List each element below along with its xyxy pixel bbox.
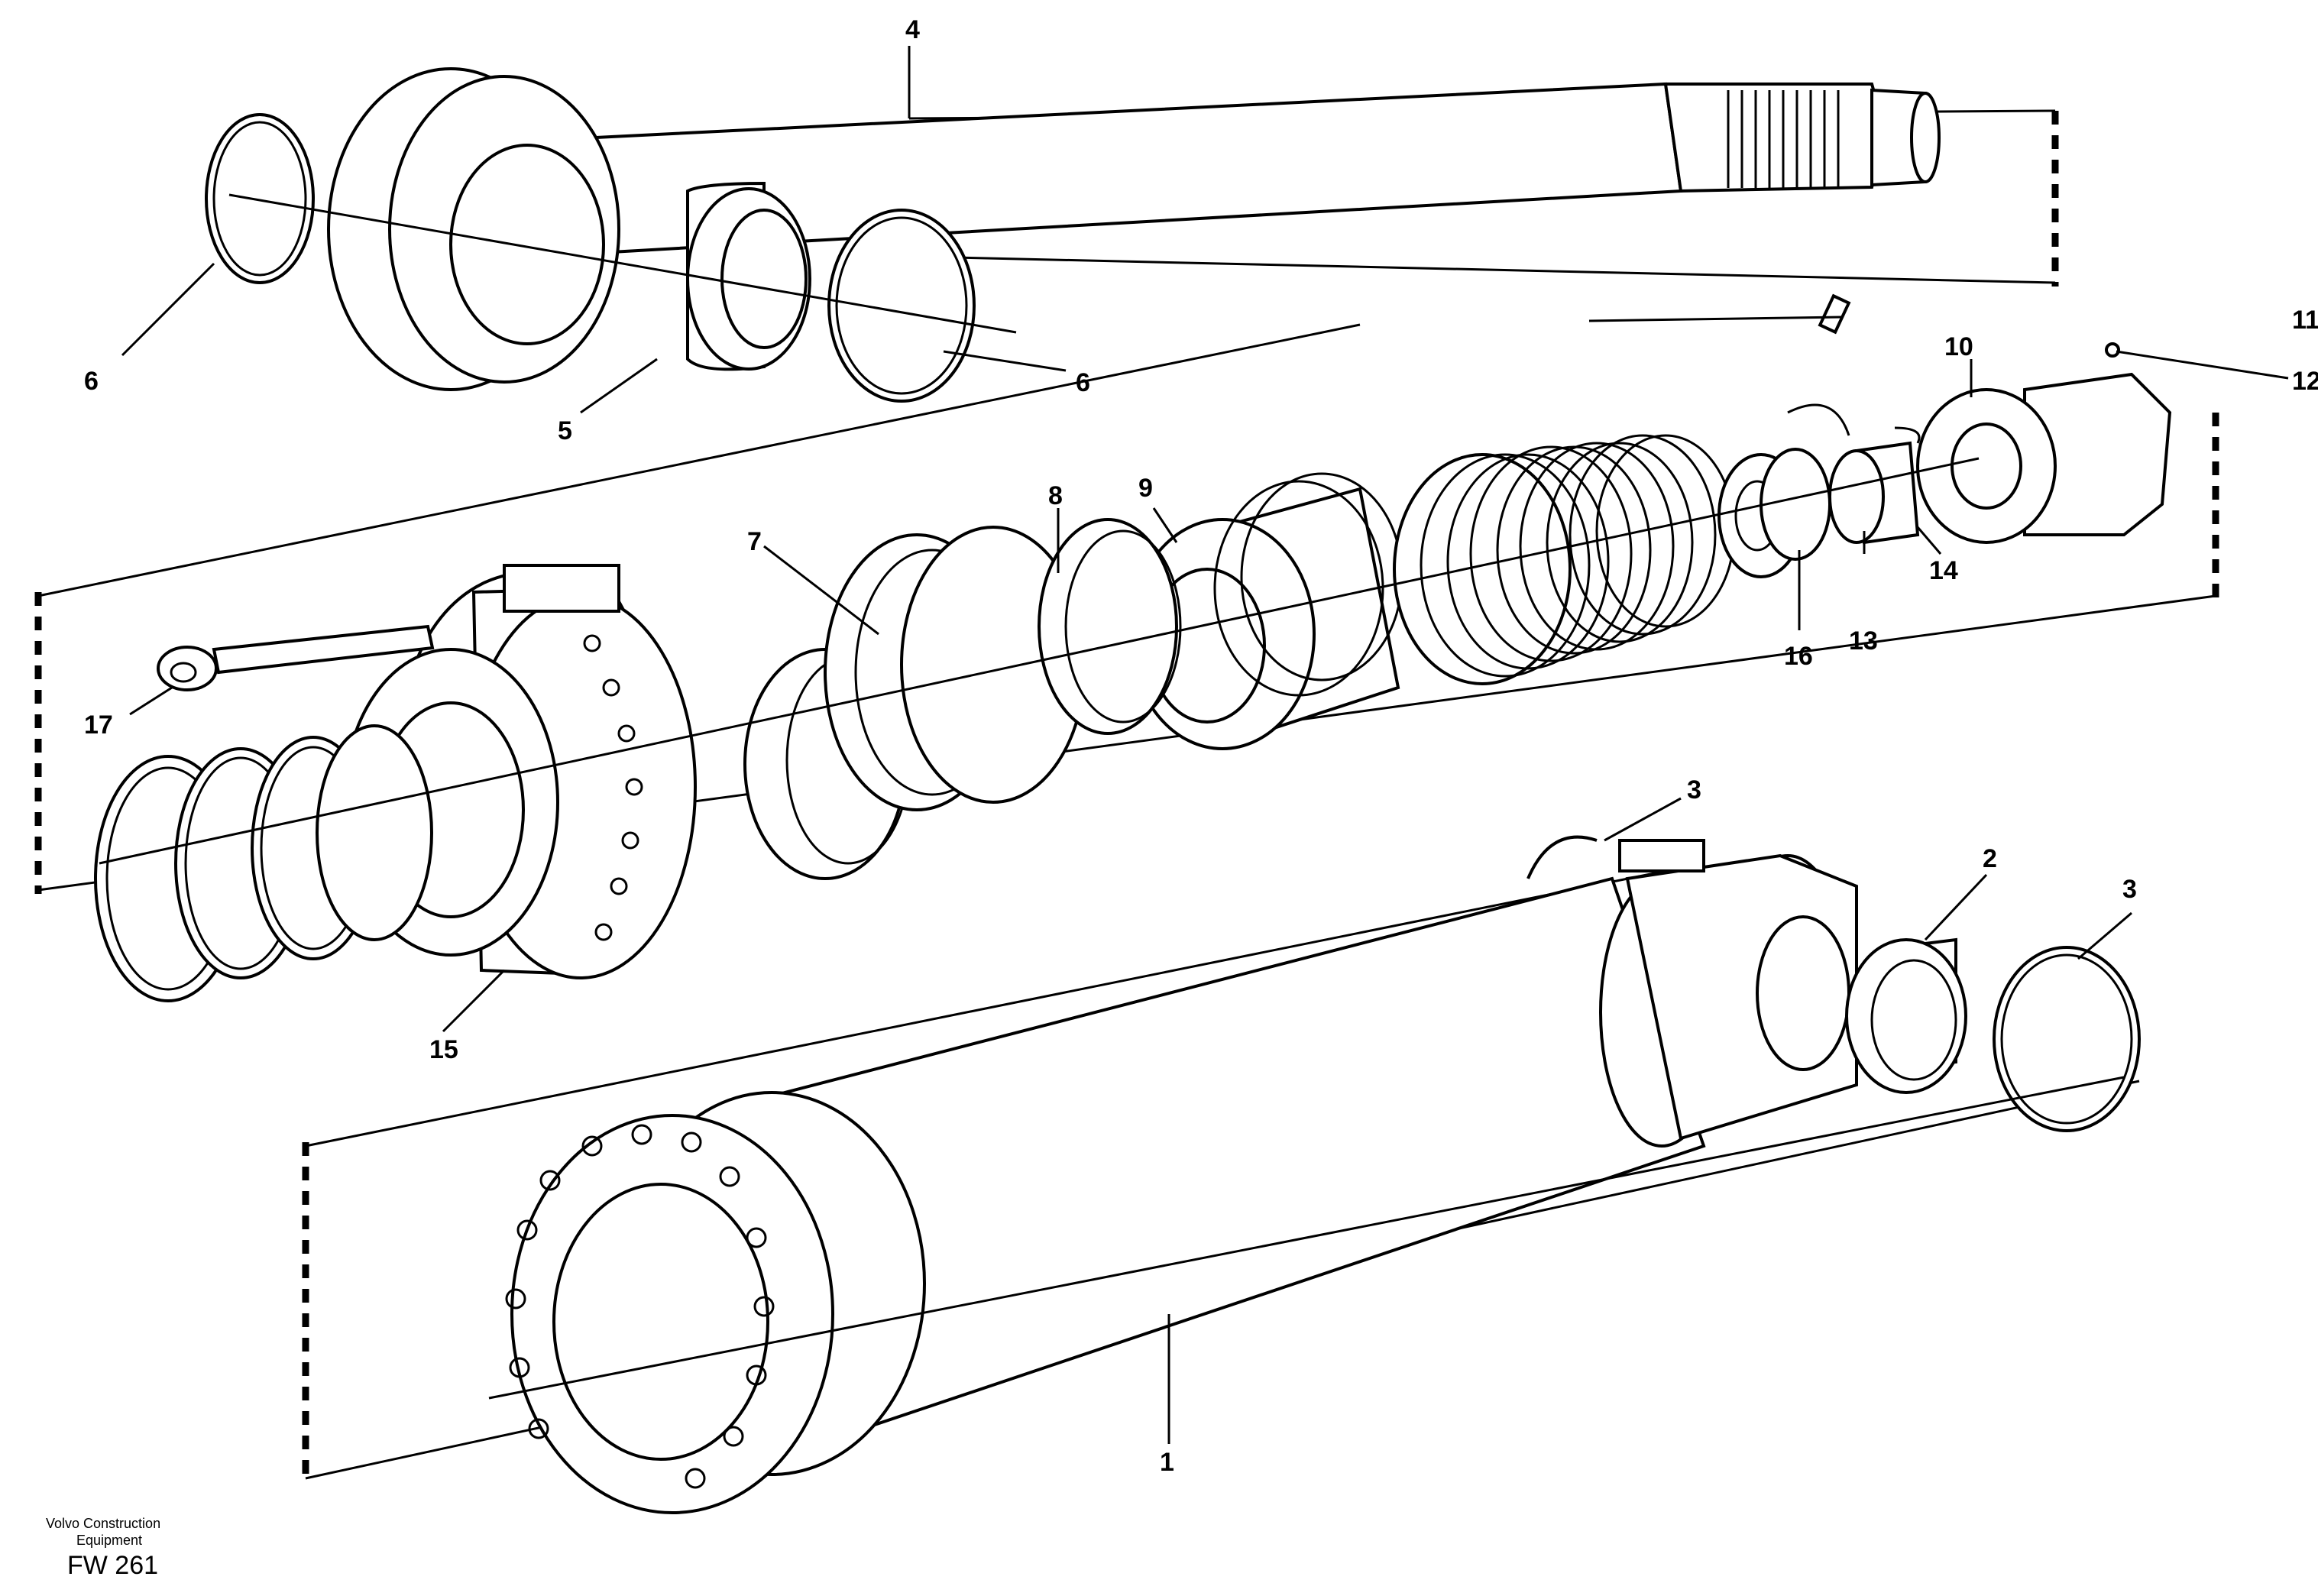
- head-seals: [94, 724, 433, 1002]
- set-screw: [1818, 293, 1851, 335]
- callout-3-right: 3: [2122, 875, 2137, 904]
- callout-13: 13: [1849, 626, 1878, 656]
- bolt: [157, 624, 435, 691]
- callout-3-left: 3: [1687, 775, 1701, 804]
- tube-ring-right-inner: [2000, 953, 2133, 1125]
- callout-5: 5: [558, 416, 572, 445]
- figure-code: FW 261: [67, 1551, 158, 1580]
- rod-eye: [327, 67, 620, 391]
- lock-ring-top: [1787, 403, 1850, 436]
- callout-17: 17: [84, 711, 113, 740]
- rod-axis-line: [228, 193, 1017, 334]
- callout-9: 9: [1138, 474, 1153, 503]
- callout-2: 2: [1983, 844, 1997, 873]
- callout-1: 1: [1160, 1448, 1174, 1477]
- ball: [2105, 342, 2120, 358]
- leader-lines: [121, 46, 2289, 1444]
- piston: [1129, 472, 1403, 750]
- callout-14: 14: [1929, 556, 1958, 585]
- callout-11: 11: [2292, 306, 2318, 335]
- tube-bushing: [1845, 937, 1967, 1094]
- piston-nut: [1916, 372, 2172, 544]
- brand-line-2: Equipment: [76, 1533, 142, 1548]
- piston-axis-line: [99, 457, 1980, 865]
- callout-6-left: 6: [84, 367, 99, 396]
- brand-line-1: Volvo Construction: [46, 1516, 160, 1531]
- rod-thread: [1727, 90, 1840, 188]
- retaining-ring-right: [827, 209, 976, 403]
- callout-4: 4: [905, 15, 920, 44]
- retaining-ring-left-inner: [212, 121, 307, 277]
- callout-12: 12: [2292, 367, 2318, 396]
- tube-axis-line: [488, 1076, 2125, 1400]
- callout-8: 8: [1048, 481, 1063, 510]
- callout-6-right: 6: [1076, 368, 1090, 397]
- piston-group-frame: [34, 323, 2219, 894]
- callout-7: 7: [747, 527, 762, 556]
- cylinder-head: [342, 564, 697, 979]
- bushing: [686, 181, 811, 371]
- callout-15: 16: [1784, 642, 1813, 671]
- tube-ring-left: [1526, 835, 1598, 879]
- sleeve: [1828, 441, 1920, 545]
- callout-10: 10: [1944, 332, 1973, 361]
- seal-stack: [1393, 434, 1736, 685]
- base-bolt-holes: [505, 1124, 775, 1489]
- callout-16: 15: [429, 1035, 458, 1064]
- tube-ring-right: [1993, 946, 2141, 1132]
- cylinder-tube: [724, 839, 1858, 1439]
- retaining-ring-left: [205, 113, 315, 284]
- retaining-ring-right-inner: [835, 216, 968, 395]
- lock-ring-half: [1894, 426, 1921, 444]
- cylinder-base: [505, 1091, 926, 1514]
- wear-rings: [743, 518, 1182, 880]
